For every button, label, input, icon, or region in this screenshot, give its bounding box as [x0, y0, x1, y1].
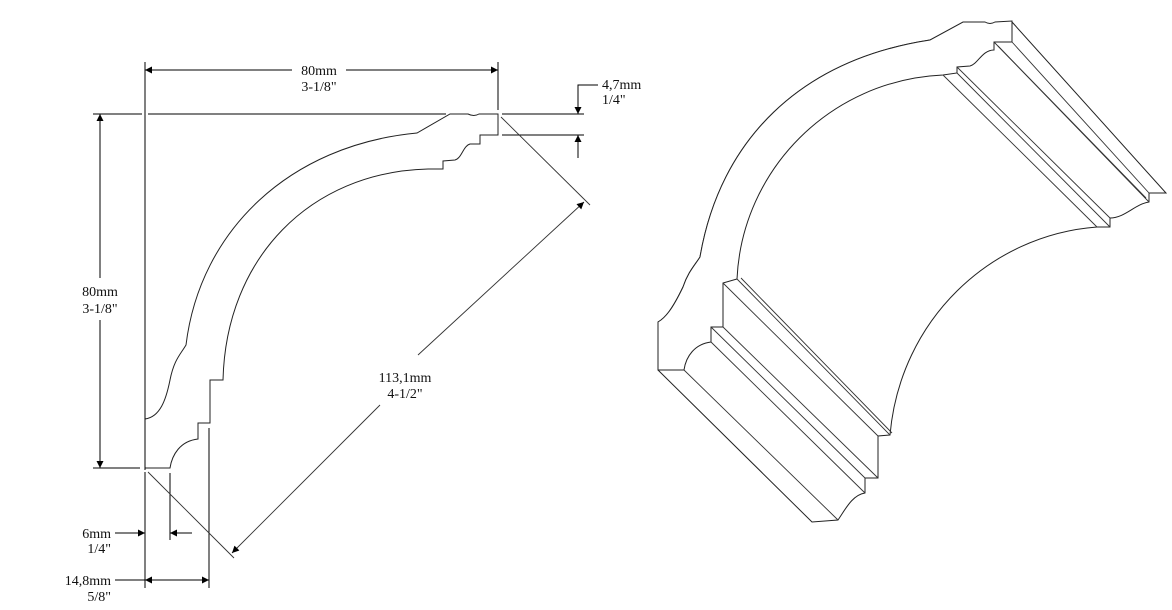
top-step-metric: 4,7mm [602, 78, 641, 93]
bottom-step-metric: 6mm [82, 527, 111, 542]
front-profile [657, 20, 1013, 371]
width-imperial: 3-1/8" [301, 80, 336, 95]
height-metric: 80mm [82, 285, 118, 300]
isometric-view [657, 20, 1168, 523]
bottom-step-imperial: 1/4" [87, 542, 111, 557]
dimension-diagonal: 113,1mm 4-1/2" [231, 201, 585, 554]
dimension-width: 80mm 3-1/8" [145, 64, 498, 95]
top-step-imperial: 1/4" [602, 93, 626, 108]
height-imperial: 3-1/8" [82, 302, 117, 317]
profile-outline [144, 113, 499, 469]
dimension-height: 80mm 3-1/8" [82, 114, 118, 468]
profile-section [144, 113, 499, 469]
dimension-top-step: 4,7mm 1/4" [574, 78, 641, 158]
diagonal-imperial: 4-1/2" [387, 387, 422, 402]
diagonal-metric: 113,1mm [379, 371, 432, 386]
extension-lines [93, 62, 591, 588]
dimension-bottom-step: 6mm 1/4" [82, 527, 192, 557]
bottom-width-metric: 14,8mm [65, 574, 111, 589]
width-metric: 80mm [301, 64, 337, 79]
dimension-bottom-width: 14,8mm 5/8" [65, 574, 209, 605]
bottom-width-imperial: 5/8" [87, 590, 111, 605]
